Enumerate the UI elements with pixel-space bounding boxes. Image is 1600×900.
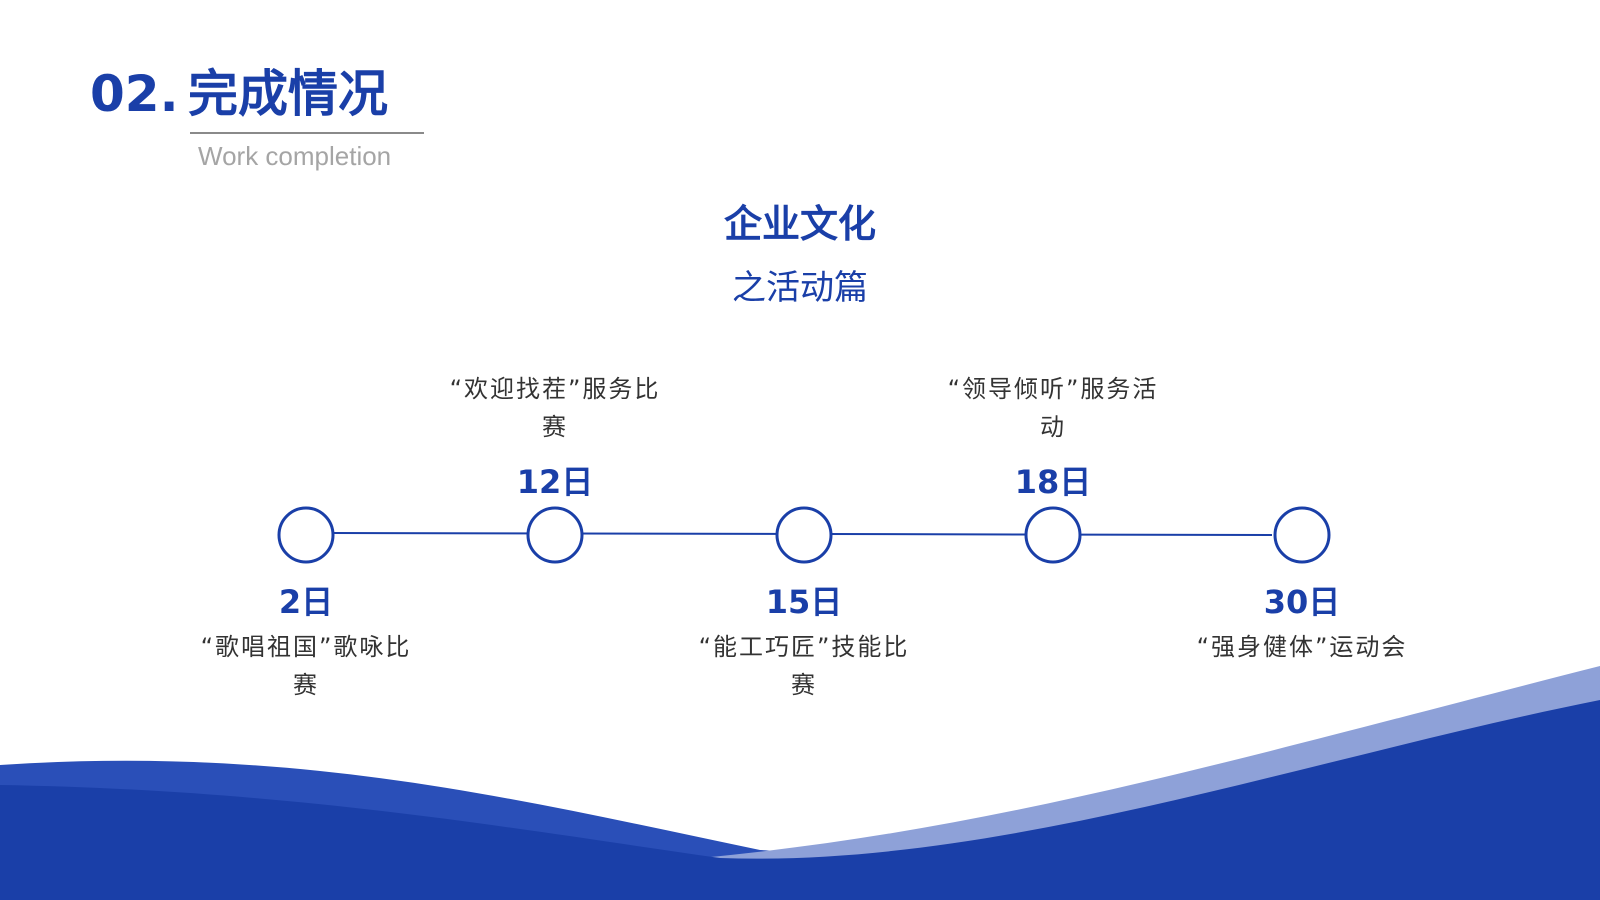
event-date: 12日: [516, 463, 594, 501]
event-description: “欢迎找茬”服务比赛: [449, 375, 661, 441]
timeline-node: [526, 506, 584, 564]
section-number: 02.: [90, 65, 179, 123]
timeline-node: [277, 506, 335, 564]
event-description: “领导倾听”服务活动: [947, 375, 1159, 441]
event-description: “强身健体”运动会: [1196, 633, 1408, 661]
event-description: “歌唱祖国”歌咏比赛: [200, 633, 412, 699]
section-subtitle: Work completion: [198, 141, 392, 171]
event-date: 15日: [765, 583, 843, 621]
title-divider: [190, 132, 424, 134]
event-date: 18日: [1014, 463, 1092, 501]
section-title: 完成情况: [188, 65, 388, 123]
topic-title: 企业文化: [723, 202, 876, 246]
event-description: “能工巧匠”技能比赛: [698, 633, 910, 699]
wave-front: [0, 700, 1600, 900]
timeline-node: [775, 506, 833, 564]
event-date: 2日: [278, 583, 334, 621]
timeline-node: [1024, 506, 1082, 564]
timeline-node: [1273, 506, 1331, 564]
topic-subtitle: 之活动篇: [732, 268, 868, 308]
event-date: 30日: [1263, 583, 1341, 621]
